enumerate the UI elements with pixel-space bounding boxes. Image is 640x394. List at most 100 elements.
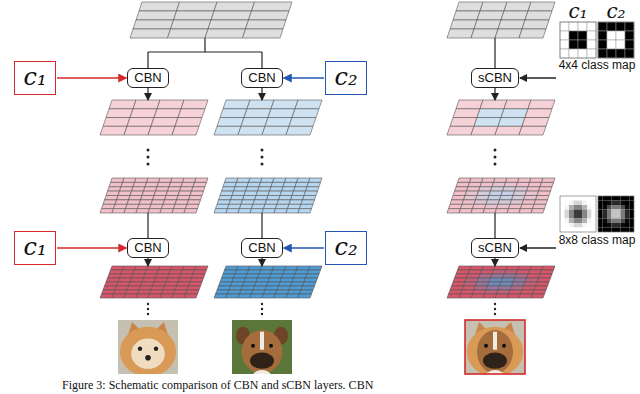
cbn-layer-box: CBN	[127, 68, 168, 88]
grid-cell	[183, 178, 197, 182]
grid-cell	[180, 187, 194, 191]
grid-cell	[258, 187, 272, 191]
grid-cell	[160, 209, 174, 213]
class-map-cell	[578, 219, 583, 224]
feature-map-c1	[100, 100, 208, 135]
grid-cell	[277, 200, 291, 204]
grid-cell	[518, 266, 532, 270]
grid-cell	[118, 278, 132, 282]
grid-cell	[100, 294, 114, 298]
class-map-cell	[621, 223, 626, 228]
grid-cell	[498, 200, 512, 204]
grid-cell	[240, 290, 254, 294]
grid-cell	[295, 100, 322, 109]
grid-cell	[217, 118, 244, 127]
class-map-cell	[569, 219, 574, 224]
grid-cell	[459, 294, 473, 298]
grid-cell	[476, 282, 490, 286]
class-map-cell	[616, 210, 621, 215]
grid-cell	[482, 178, 496, 182]
grid-cell	[103, 200, 117, 204]
class-map-cell	[587, 205, 592, 210]
grid-cell	[528, 100, 555, 109]
grid-cell	[471, 209, 485, 213]
grid-cell	[216, 290, 230, 294]
class-map-cell	[569, 201, 574, 206]
grid-cell	[154, 191, 168, 195]
class-map-cell	[578, 31, 587, 40]
class-map-cell	[625, 22, 634, 31]
class-map-cell	[560, 31, 569, 40]
class-map-cell	[621, 196, 626, 201]
grid-cell	[303, 282, 317, 286]
class-map-cell	[569, 31, 578, 40]
grid-cell	[458, 266, 472, 270]
grid-cell	[240, 204, 254, 208]
class-map-cell	[607, 219, 612, 224]
grid-cell	[503, 187, 517, 191]
grid-cell	[219, 282, 233, 286]
grid-cell	[157, 270, 171, 274]
class-map-cell	[565, 219, 570, 224]
grid-cell	[268, 109, 295, 118]
class-condition-box: c₂	[325, 231, 367, 265]
grid-cell	[267, 196, 281, 200]
grid-cell	[509, 204, 523, 208]
grid-cell	[483, 209, 497, 213]
class-map-cell	[574, 223, 579, 228]
class-map-cell	[625, 201, 630, 206]
grid-cell	[453, 109, 480, 118]
class-map-cell	[625, 49, 634, 58]
grid-cell	[214, 294, 228, 298]
class-map-cell	[616, 214, 621, 219]
grid-cell	[525, 191, 539, 195]
class-map-cell	[621, 219, 626, 224]
class-map-cell	[616, 49, 625, 58]
grid-cell	[480, 270, 494, 274]
grid-cell	[522, 118, 549, 127]
grid-cell	[270, 187, 284, 191]
class-map-cell	[612, 223, 617, 228]
class-map-cell	[583, 223, 588, 228]
class-label: c₂	[606, 0, 625, 22]
class-map-label: 8x8 class map	[559, 234, 636, 247]
ellipsis-dot	[261, 149, 264, 152]
class-map-cell	[592, 228, 597, 233]
class-map-arrow	[520, 77, 556, 78]
grid-cell	[491, 274, 505, 278]
grid-cell	[261, 178, 275, 182]
grid-cell	[172, 294, 186, 298]
grid-cell	[144, 187, 158, 191]
grid-cell	[277, 286, 291, 290]
grid-cell	[229, 200, 243, 204]
grid-cell	[504, 100, 531, 109]
grid-cell	[220, 278, 234, 282]
grid-cell	[455, 274, 469, 278]
grid-cell	[247, 182, 261, 186]
dog-eye	[502, 344, 506, 348]
class-map-label: 4x4 class map	[559, 59, 636, 72]
class-map-cell	[587, 40, 596, 49]
dog-muzzle	[250, 353, 274, 369]
class-map-cell	[598, 196, 603, 201]
grid-cell	[540, 270, 554, 274]
grid-cell	[180, 274, 194, 278]
grid-cell	[268, 191, 282, 195]
class-label: c₁	[568, 0, 587, 22]
grid-cell	[109, 270, 123, 274]
class-map-cell	[587, 196, 592, 201]
grid-cell	[513, 191, 527, 195]
grid-cell	[249, 11, 290, 20]
grid-cell	[220, 109, 247, 118]
grid-cell	[139, 200, 153, 204]
grid-cell	[452, 282, 466, 286]
grid-cell	[183, 266, 197, 270]
grid-cell	[145, 182, 159, 186]
grid-cell	[136, 11, 177, 20]
grid-cell	[294, 187, 308, 191]
grid-cell	[250, 294, 264, 298]
class-map-cell	[598, 214, 603, 219]
grid-cell	[512, 282, 526, 286]
dog-photo	[118, 320, 178, 374]
grid-cell	[282, 187, 296, 191]
